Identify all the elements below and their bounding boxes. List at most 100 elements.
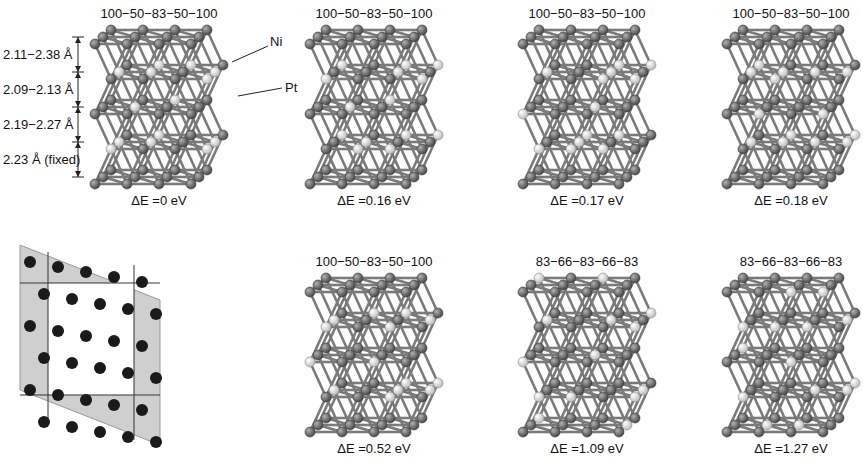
lattice-dot — [38, 416, 50, 428]
pt-atom — [385, 25, 395, 35]
pt-atom — [138, 74, 148, 84]
pt-atom — [566, 273, 576, 283]
pt-atom — [369, 287, 379, 297]
pt-atom — [122, 109, 132, 119]
pt-atom — [321, 413, 331, 423]
pt-atom — [321, 273, 331, 283]
pt-atom — [722, 287, 732, 297]
pt-atom — [550, 308, 560, 318]
lattice-dot — [94, 426, 106, 438]
pt-atom — [178, 137, 188, 147]
dimension-label: 2.11−2.38 Å — [3, 47, 73, 62]
pt-atom — [818, 130, 828, 140]
bond — [635, 278, 651, 313]
pt-atom — [598, 322, 608, 332]
pt-atom — [754, 308, 764, 318]
pt-atom — [345, 32, 355, 42]
ni-atom — [566, 144, 576, 154]
pt-atom — [638, 67, 648, 77]
pt-atom — [762, 350, 772, 360]
pt-atom — [417, 322, 427, 332]
pt-atom — [122, 39, 132, 49]
pt-atom — [361, 67, 371, 77]
pt-atom — [550, 179, 560, 189]
pt-atom — [802, 343, 812, 353]
pt-atom — [106, 25, 116, 35]
pt-atom — [566, 95, 576, 105]
pt-atom — [738, 165, 748, 175]
pt-atom — [542, 385, 552, 395]
ni-atom — [630, 74, 640, 84]
ni-atom — [337, 60, 347, 70]
pt-atom — [794, 350, 804, 360]
pt-atom — [818, 427, 828, 437]
pt-atom — [534, 95, 544, 105]
pt-atom — [170, 74, 180, 84]
pt-atom — [194, 32, 204, 42]
pt-atom — [802, 413, 812, 423]
pt-atom — [98, 32, 108, 42]
pt-atom — [834, 144, 844, 154]
lattice-dot — [150, 308, 162, 320]
pt-atom — [337, 308, 347, 318]
ni-atom — [518, 357, 528, 367]
bond — [422, 278, 438, 313]
pt-atom — [377, 350, 387, 360]
lattice-dot — [108, 399, 120, 411]
ni-atom — [810, 67, 820, 77]
ni-atom — [534, 392, 544, 402]
ni-atom — [614, 130, 624, 140]
pt-atom — [550, 378, 560, 388]
pt-atom — [401, 39, 411, 49]
pt-atom — [154, 179, 164, 189]
pt-atom — [754, 130, 764, 140]
lattice-dot — [108, 271, 120, 283]
pt-atom — [770, 144, 780, 154]
pt-atom — [154, 109, 164, 119]
pt-atom — [425, 137, 435, 147]
pt-atom — [162, 102, 172, 112]
pt-atom — [582, 308, 592, 318]
pt-atom — [393, 315, 403, 325]
pt-atom — [369, 378, 379, 388]
bond — [422, 30, 438, 65]
pt-atom — [170, 165, 180, 175]
bond — [207, 100, 223, 135]
pt-atom — [738, 74, 748, 84]
pt-atom — [826, 420, 836, 430]
pt-atom — [802, 165, 812, 175]
pt-atom — [409, 172, 419, 182]
pt-atom — [321, 25, 331, 35]
leader-line — [238, 88, 282, 96]
pt-atom — [130, 172, 140, 182]
slab-model — [722, 25, 860, 189]
pt-atom — [614, 308, 624, 318]
pt-atom — [794, 280, 804, 290]
pt-atom — [178, 67, 188, 77]
ni-atom — [778, 67, 788, 77]
pt-atom — [598, 95, 608, 105]
pt-atom — [106, 165, 116, 175]
pt-atom — [534, 25, 544, 35]
lattice-dot — [136, 276, 148, 288]
pt-atom — [353, 25, 363, 35]
pt-atom — [417, 95, 427, 105]
pt-atom — [826, 102, 836, 112]
pt-atom — [526, 172, 536, 182]
pt-atom — [526, 350, 536, 360]
pt-atom — [574, 385, 584, 395]
slab-model — [518, 273, 656, 437]
pt-atom — [385, 413, 395, 423]
pt-atom — [401, 287, 411, 297]
pt-atom — [409, 280, 419, 290]
ni-atom — [114, 67, 124, 77]
pt-atom — [122, 130, 132, 140]
pt-atom — [377, 32, 387, 42]
pt-atom — [810, 315, 820, 325]
ni-atom — [574, 137, 584, 147]
pt-atom — [730, 350, 740, 360]
ni-atom — [622, 420, 632, 430]
pt-atom — [762, 172, 772, 182]
pt-atom — [606, 385, 616, 395]
element-label: Ni — [270, 34, 282, 49]
